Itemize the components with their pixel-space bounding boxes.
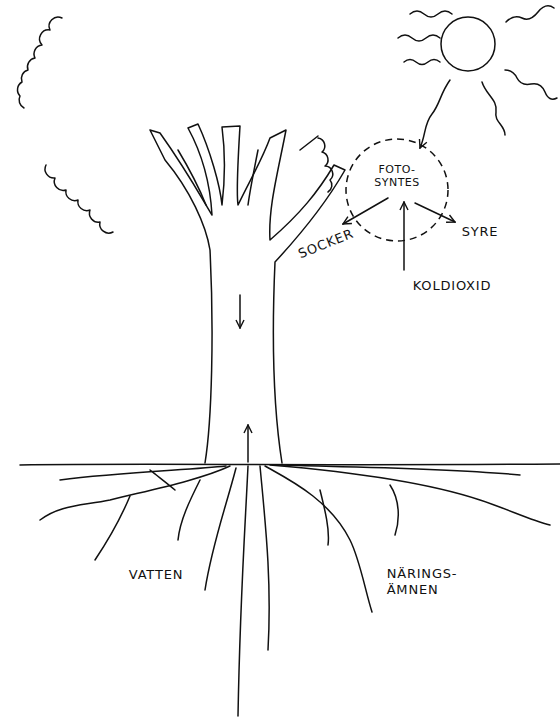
input-label: KOLDIOXID: [413, 278, 491, 294]
soil-label: VATTEN: [129, 567, 183, 583]
crown-outline: [318, 138, 333, 192]
crown-outline: [18, 17, 62, 108]
sunlight-arrow: [420, 80, 450, 148]
roots: [40, 465, 550, 716]
branch-detail: [178, 150, 206, 205]
tree-trunk: [150, 124, 345, 463]
process-name: FOTO- SYNTES: [374, 163, 420, 189]
soil-label: NÄRINGS- ÄMNEN: [387, 566, 458, 598]
water-flow-arrow: [247, 425, 249, 462]
sun-rays: [398, 6, 557, 135]
sun: [441, 17, 495, 71]
branch-detail: [300, 136, 318, 150]
branch-detail: [248, 150, 258, 205]
product-label: SOCKER: [296, 226, 356, 263]
dashed-outline: [345, 138, 449, 242]
product-label: SYRE: [462, 224, 499, 240]
crown-outline: [45, 165, 113, 233]
process-circle: FOTO- SYNTES: [345, 138, 449, 242]
dashed-circle: [346, 139, 448, 241]
sugar-flow-arrow: [239, 295, 241, 328]
input-arrow: [403, 202, 405, 270]
output-arrow: [415, 203, 455, 222]
